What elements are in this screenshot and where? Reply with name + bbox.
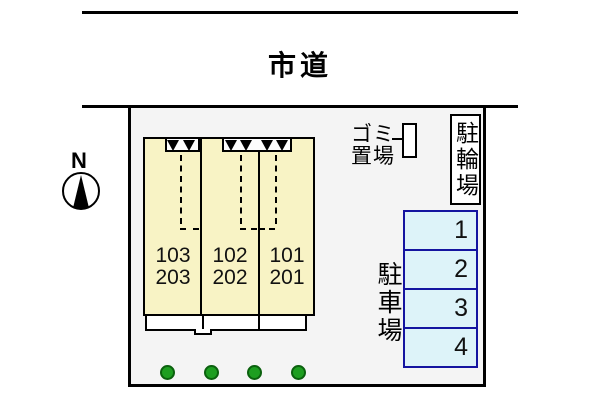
unit-label-102-202: 102 202 — [202, 245, 258, 288]
garbage-label-line1: ゴミ — [351, 123, 395, 146]
garbage-label-line2: 置場 — [351, 145, 395, 168]
parking-space-4: 4 — [454, 333, 468, 361]
entrance-arrow-icon — [261, 140, 273, 151]
unit-label-103-203: 103 203 — [145, 245, 201, 288]
dashed-partition-line — [180, 155, 182, 224]
dashed-partition-line — [275, 155, 277, 224]
tree-icon — [291, 365, 306, 380]
balcony-divider — [258, 316, 260, 329]
dashed-partition-line — [180, 228, 199, 230]
entrance-step — [194, 329, 212, 335]
dashed-partition-line — [240, 228, 257, 230]
room-number-2f: 202 — [212, 265, 248, 289]
dashed-partition-line — [240, 155, 242, 224]
dashed-partition-line — [259, 228, 275, 230]
garbage-box-icon — [402, 123, 417, 158]
balcony-divider — [202, 316, 204, 329]
entrance-arrow-icon — [225, 140, 237, 151]
room-number-1f: 102 — [212, 244, 248, 267]
room-number-2f: 203 — [155, 265, 191, 289]
north-arrow-needle-icon — [73, 175, 89, 208]
room-number-1f: 103 — [155, 244, 191, 267]
entrance-arrow-icon — [240, 140, 252, 151]
garbage-leader-line — [392, 138, 403, 140]
entrance-arrow-icon — [276, 140, 288, 151]
entrance-notch — [222, 139, 292, 152]
unit-divider — [258, 139, 260, 314]
parking-lot: 1 2 3 4 — [403, 210, 478, 368]
bicycle-parking-box: 駐輪場 — [450, 114, 481, 205]
road-edge-line-top — [82, 11, 518, 14]
parking-space-2: 2 — [405, 251, 476, 290]
garbage-area-label: ゴミ 置場 — [351, 124, 395, 168]
bicycle-parking-label: 駐輪場 — [452, 120, 479, 199]
unit-divider — [200, 139, 202, 314]
entrance-arrow-icon — [167, 140, 179, 151]
entrance-arrow-icon — [183, 140, 195, 151]
room-number-2f: 201 — [269, 265, 305, 289]
unit-label-101-201: 101 201 — [259, 245, 315, 288]
tree-icon — [247, 365, 262, 380]
apartment-building: 103 203 102 202 101 201 — [143, 137, 315, 316]
road-label: 市道 — [267, 50, 332, 81]
parking-space-1: 1 — [405, 212, 476, 251]
compass-north-label: N — [71, 148, 87, 173]
car-parking-label: 駐車場 — [374, 261, 402, 345]
balcony-strip — [145, 314, 307, 331]
tree-icon — [204, 365, 219, 380]
tree-icon — [160, 365, 175, 380]
parking-space-3: 3 — [405, 290, 476, 329]
room-number-1f: 101 — [269, 244, 305, 267]
